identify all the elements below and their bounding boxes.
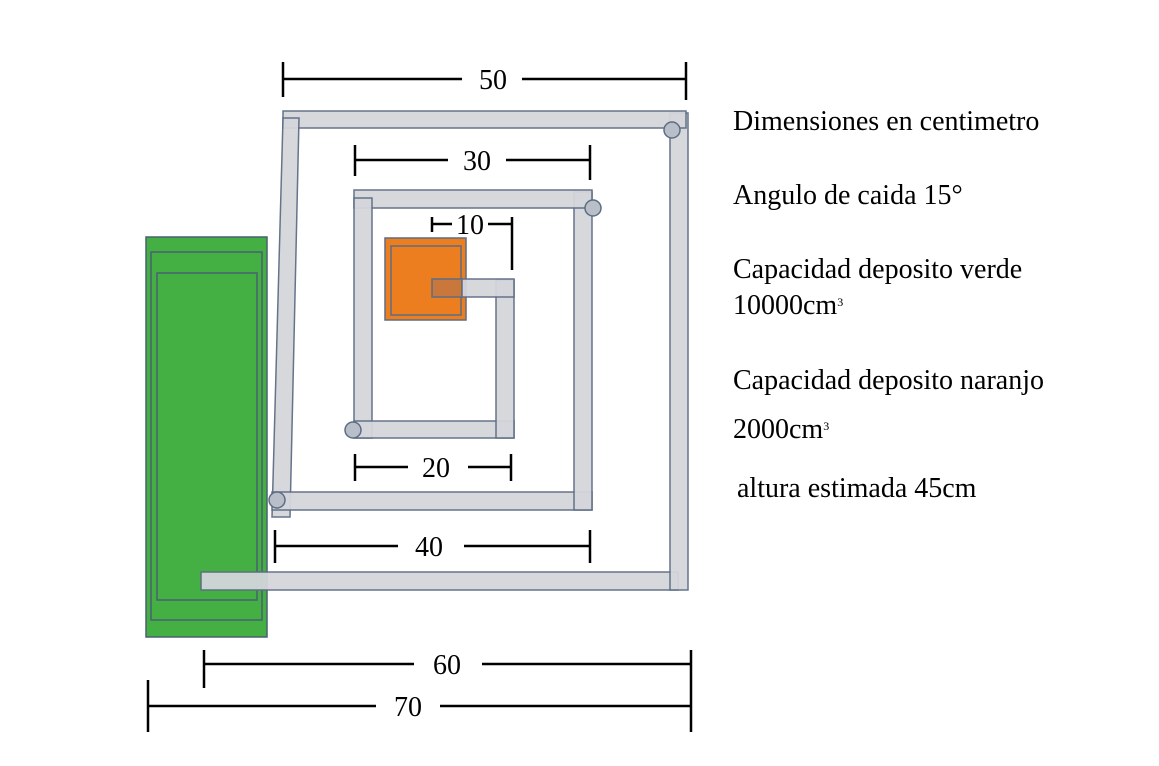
dimension-10: 10: [430, 210, 514, 270]
svg-text:10: 10: [456, 210, 484, 241]
svg-text:70: 70: [394, 692, 422, 723]
svg-text:20: 20: [422, 453, 450, 484]
green-exponent: 3: [837, 295, 844, 309]
pipe-spiral: [200, 110, 689, 591]
dimension-70: 70: [146, 680, 691, 732]
green-capacity-value: 10000cm3: [733, 290, 843, 322]
svg-text:30: 30: [463, 146, 491, 177]
height-note: altura estimada 45cm: [737, 473, 977, 504]
green-value: 10000cm: [733, 290, 838, 321]
orange-tank: [384, 237, 467, 321]
dimension-50: 50: [281, 62, 688, 100]
orange-exponent: 3: [823, 419, 830, 433]
svg-text:60: 60: [433, 650, 461, 681]
dimension-40: 40: [273, 530, 592, 563]
units-note: Dimensiones en centimetro: [733, 106, 1040, 137]
dimension-30: 30: [353, 145, 592, 180]
orange-capacity-label: Capacidad deposito naranjo: [733, 365, 1045, 396]
svg-text:40: 40: [415, 532, 443, 563]
orange-value: 2000cm: [733, 414, 824, 445]
orange-capacity-value: 2000cm3: [733, 414, 829, 446]
green-tank: [145, 236, 268, 638]
angle-note: Angulo de caida 15°: [733, 180, 963, 211]
dimension-60: 60: [202, 650, 693, 732]
green-capacity-label: Capacidad deposito verde: [733, 254, 1023, 285]
dimension-20: 20: [353, 453, 513, 484]
svg-text:50: 50: [479, 65, 507, 96]
